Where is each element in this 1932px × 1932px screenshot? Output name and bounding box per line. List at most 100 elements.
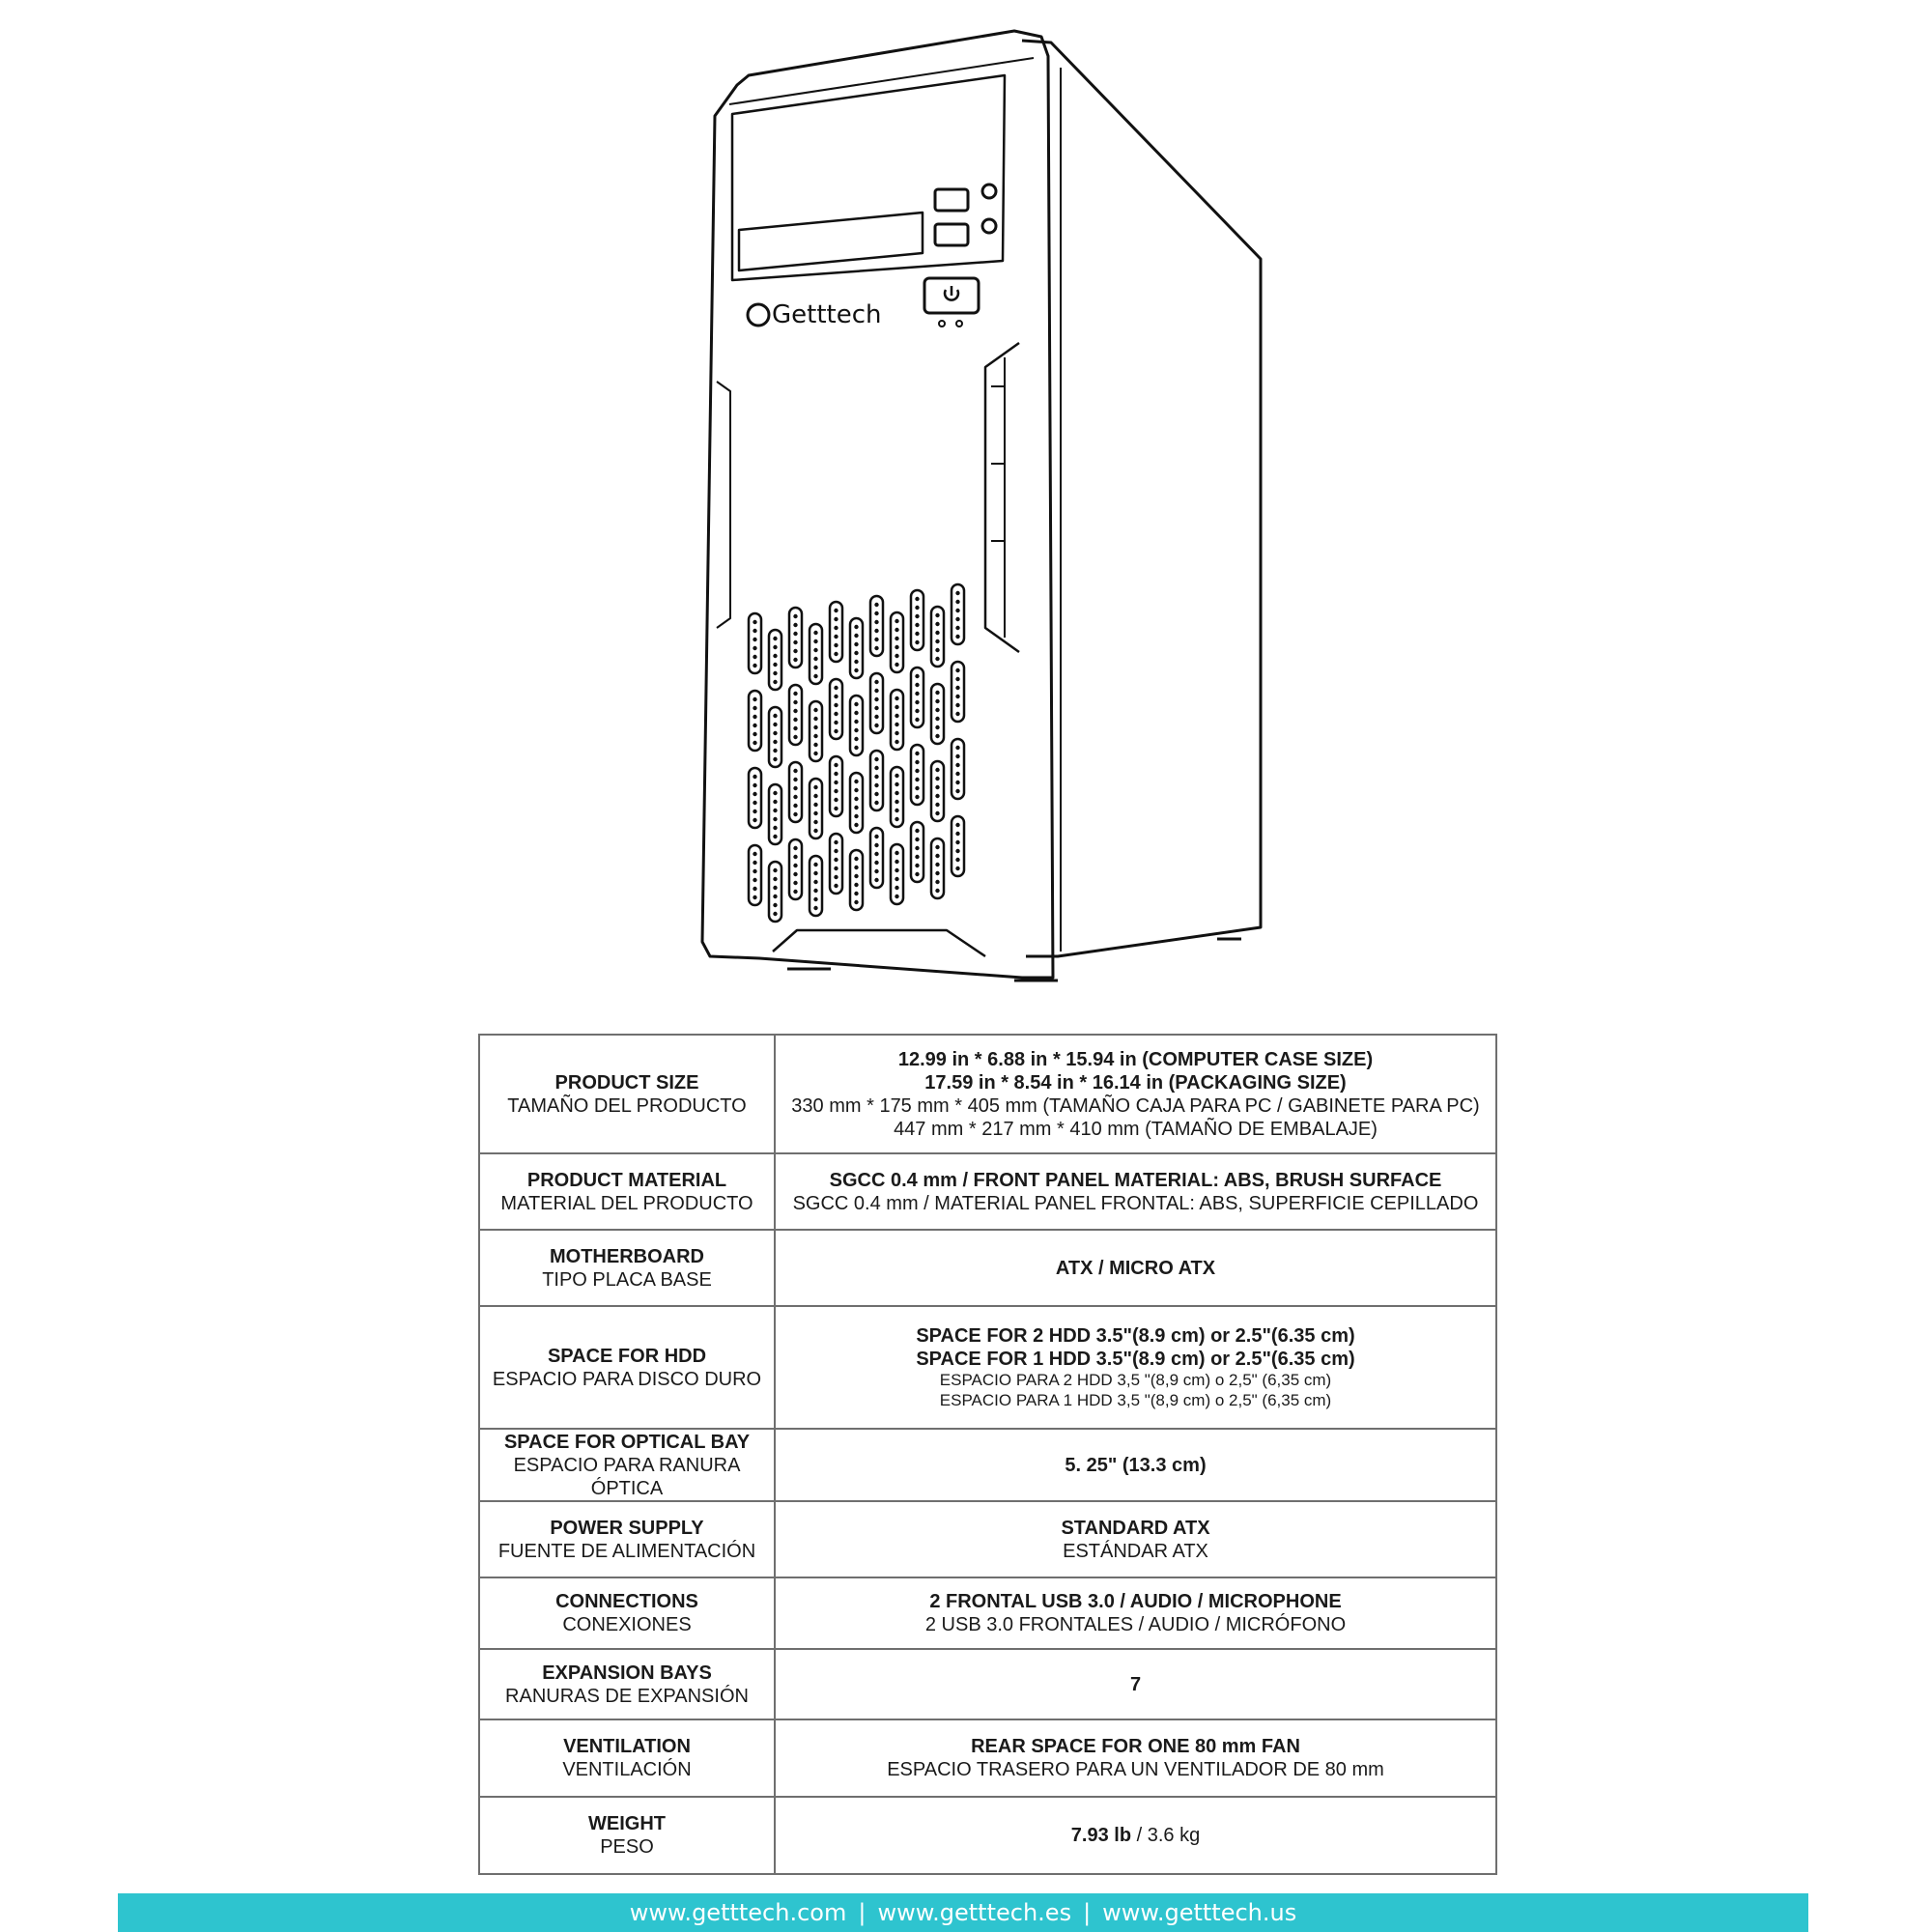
vent-hole <box>813 733 818 739</box>
vent-hole <box>793 880 798 886</box>
vent-hole <box>753 895 757 900</box>
vent-hole <box>813 673 818 679</box>
spec-row-product-material: PRODUCT MATERIAL MATERIAL DEL PRODUCTO S… <box>478 1152 1497 1231</box>
vent-hole <box>753 705 757 711</box>
vent-hole <box>895 739 899 745</box>
vent-hole <box>915 596 920 602</box>
vent-hole <box>854 882 859 888</box>
vent-hole <box>935 612 940 618</box>
vent-hole <box>834 711 838 717</box>
vent-hole <box>834 797 838 803</box>
spec-value-cell: 7 <box>774 1648 1497 1720</box>
vent-hole <box>895 730 899 736</box>
vent-hole <box>753 860 757 866</box>
vent-hole <box>773 730 778 736</box>
vent-hole <box>834 625 838 631</box>
vent-hole <box>834 608 838 613</box>
vent-hole <box>955 771 960 777</box>
vent-hole <box>935 870 940 876</box>
vent-hole <box>753 645 757 651</box>
vent-hole <box>935 793 940 799</box>
vent-slot <box>747 843 763 907</box>
vent-hole <box>895 808 899 813</box>
vent-hole <box>874 834 879 839</box>
spec-value-cell: SPACE FOR 2 HDD 3.5"(8.9 cm) or 2.5"(6.3… <box>774 1305 1497 1430</box>
vent-hole <box>874 765 879 771</box>
spec-label-en: MOTHERBOARD <box>550 1245 704 1267</box>
vent-hole <box>793 648 798 654</box>
vent-hole <box>874 800 879 806</box>
vent-slot <box>848 848 865 912</box>
vent-hole <box>813 810 818 816</box>
vent-hole <box>915 622 920 628</box>
vent-hole <box>753 628 757 634</box>
spec-value-line: 330 mm * 175 mm * 405 mm (TAMAÑO CAJA PA… <box>791 1094 1480 1117</box>
spec-value-line: ESTÁNDAR ATX <box>1063 1540 1208 1562</box>
spec-row-connections: CONNECTIONS CONEXIONES 2 FRONTAL USB 3.0… <box>478 1577 1497 1650</box>
vent-hole <box>874 637 879 642</box>
spec-label-en: CONNECTIONS <box>555 1591 698 1612</box>
vent-slot <box>767 628 783 692</box>
footer-link-es[interactable]: www.getttech.es <box>877 1899 1072 1926</box>
vent-hole <box>773 636 778 641</box>
vent-hole <box>773 894 778 899</box>
vent-hole <box>854 899 859 905</box>
vent-slot <box>828 600 844 664</box>
vent-hole <box>874 679 879 685</box>
vent-hole <box>874 696 879 702</box>
vent-hole <box>915 717 920 723</box>
spec-value-cell: SGCC 0.4 mm / FRONT PANEL MATERIAL: ABS,… <box>774 1152 1497 1231</box>
vent-hole <box>834 839 838 845</box>
vent-slot <box>808 699 824 763</box>
spec-value-cell: 2 FRONTAL USB 3.0 / AUDIO / MICROPHONE 2… <box>774 1577 1497 1650</box>
vent-hole <box>915 673 920 679</box>
vent-hole <box>813 896 818 902</box>
spec-value-line: SGCC 0.4 mm / MATERIAL PANEL FRONTAL: AB… <box>792 1192 1479 1214</box>
vent-slot <box>909 743 925 807</box>
vent-slot <box>929 682 946 746</box>
vent-hole <box>895 799 899 805</box>
spec-value-line: 12.99 in * 6.88 in * 15.94 in (COMPUTER … <box>897 1048 1374 1070</box>
vent-hole <box>874 791 879 797</box>
vent-hole <box>935 716 940 722</box>
spec-value-line: SPACE FOR 2 HDD 3.5"(8.9 cm) or 2.5"(6.3… <box>916 1325 1355 1348</box>
vent-hole <box>874 602 879 608</box>
vent-hole <box>915 777 920 782</box>
vent-hole <box>854 865 859 870</box>
vent-hole <box>895 859 899 865</box>
vent-hole <box>834 874 838 880</box>
spec-label-cell: SPACE FOR HDD ESPACIO PARA DISCO DURO <box>478 1305 776 1430</box>
audio-jack-mic <box>980 183 998 200</box>
footer-link-com[interactable]: www.getttech.com <box>629 1899 847 1926</box>
vent-hole <box>915 639 920 645</box>
vent-hole <box>854 624 859 630</box>
vent-hole <box>813 828 818 834</box>
vent-hole <box>793 657 798 663</box>
spec-row-expansion-bays: EXPANSION BAYS RANURAS DE EXPANSIÓN 7 <box>478 1648 1497 1720</box>
vent-hole <box>753 774 757 780</box>
vent-slot <box>929 837 946 900</box>
footer-link-us[interactable]: www.getttech.us <box>1102 1899 1297 1926</box>
vent-hole <box>834 702 838 708</box>
vent-hole <box>935 853 940 859</box>
vent-hole <box>915 699 920 705</box>
computer-case-drawing: Getttech <box>700 29 1263 982</box>
vent-hole <box>874 877 879 883</box>
spec-value-line: ESPACIO PARA 1 HDD 3,5 "(8,9 cm) o 2,5" … <box>939 1390 1332 1409</box>
spec-row-weight: WEIGHT PESO 7.93 lb / 3.6 kg <box>478 1796 1497 1875</box>
vent-hole <box>935 767 940 773</box>
vent-hole <box>793 803 798 809</box>
vent-slot <box>747 766 763 830</box>
vent-hole <box>773 670 778 676</box>
vent-hole <box>854 659 859 665</box>
vent-hole <box>915 768 920 774</box>
vent-hole <box>834 728 838 734</box>
vent-hole <box>773 713 778 719</box>
spec-value-line: ESPACIO PARA 2 HDD 3,5 "(8,9 cm) o 2,5" … <box>939 1371 1332 1390</box>
vent-slot <box>950 814 966 878</box>
spec-value-cell: STANDARD ATX ESTÁNDAR ATX <box>774 1500 1497 1578</box>
spec-label-cell: EXPANSION BAYS RANURAS DE EXPANSIÓN <box>478 1648 776 1720</box>
vent-hole <box>955 839 960 845</box>
spec-value-line: 17.59 in * 8.54 in * 16.14 in (PACKAGING… <box>924 1071 1347 1094</box>
vent-hole <box>895 636 899 641</box>
